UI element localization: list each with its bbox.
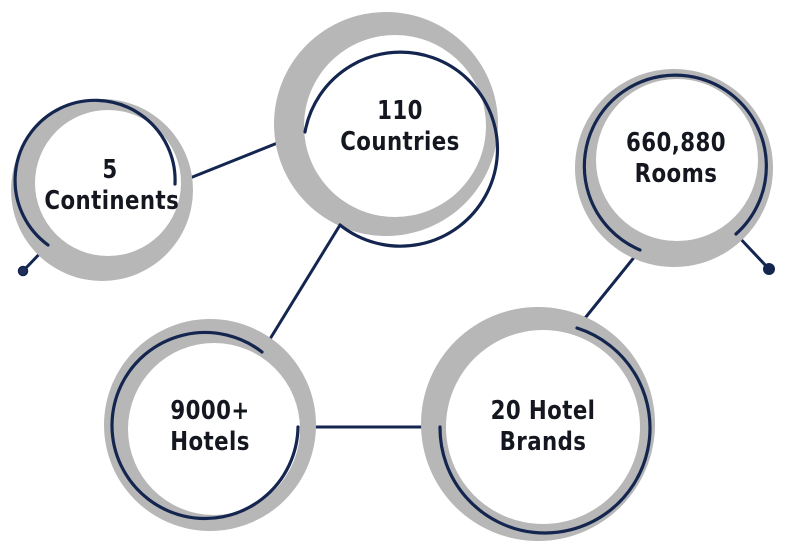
label-brands-line1: 20 Hotel	[490, 396, 596, 426]
label-hotels-line2: Hotels	[170, 427, 250, 457]
circle-hotels	[104, 319, 316, 531]
circle-countries	[274, 12, 500, 248]
label-hotels-line1: 9000+	[170, 396, 250, 426]
circle-continents	[11, 98, 193, 281]
label-countries: 110 Countries	[334, 96, 465, 158]
label-continents-line1: 5	[102, 155, 118, 185]
label-continents-line2: Continents	[44, 186, 180, 216]
label-brands-line2: Brands	[499, 427, 587, 457]
connector-countries-hotels	[260, 224, 342, 353]
endpoint-dot-right	[763, 263, 775, 275]
label-countries-line1: 110	[377, 96, 423, 126]
label-hotels: 9000+ Hotels	[144, 396, 275, 458]
connector-rooms-brands	[575, 249, 642, 329]
label-rooms-line1: 660,880	[626, 128, 726, 158]
label-rooms: 660,880 Rooms	[610, 128, 741, 190]
label-brands: 20 Hotel Brands	[477, 396, 608, 458]
circle-rooms	[575, 69, 773, 267]
label-countries-line2: Countries	[340, 127, 460, 157]
label-continents: 5 Continents	[44, 155, 180, 217]
endpoint-dot-left	[17, 265, 29, 277]
circle-brands	[421, 307, 655, 541]
label-rooms-line2: Rooms	[634, 159, 718, 189]
